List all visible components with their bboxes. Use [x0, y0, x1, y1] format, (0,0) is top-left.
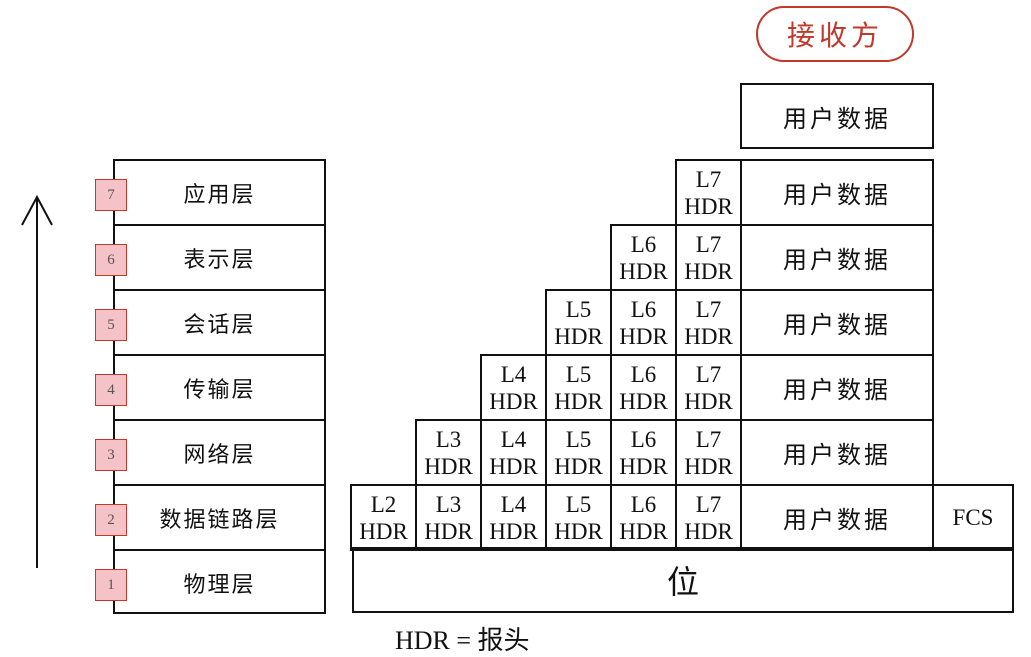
layer-row: 7 应用层	[95, 159, 324, 224]
layer-number-badge: 2	[95, 504, 127, 536]
header-layer-label: L7	[695, 361, 722, 387]
user-data-cell: 用户数据	[740, 224, 934, 291]
header-layer-label: L7	[695, 296, 722, 322]
header-layer-label: L6	[630, 231, 657, 257]
header-hdr-label: HDR	[554, 453, 603, 479]
header-hdr-label: HDR	[619, 518, 668, 544]
layer-name: 会话层	[183, 312, 256, 338]
header-hdr-label: HDR	[684, 193, 733, 219]
header-layer-label: L3	[435, 491, 462, 517]
header-hdr-label: HDR	[489, 518, 538, 544]
layer-row: 6 表示层	[95, 224, 324, 289]
header-hdr-label: HDR	[554, 388, 603, 414]
top-user-data: 用户数据	[740, 83, 934, 149]
layer-number-badge: 3	[95, 439, 127, 471]
header-layer-label: L5	[565, 491, 592, 517]
layer-number-badge: 5	[95, 309, 127, 341]
user-data-cell: 用户数据	[740, 159, 934, 226]
header-hdr-label: HDR	[424, 453, 473, 479]
header-hdr-label: HDR	[684, 323, 733, 349]
header-hdr-label: HDR	[684, 518, 733, 544]
header-hdr-label: HDR	[359, 518, 408, 544]
layer-name: 物理层	[183, 572, 256, 598]
layer-name: 表示层	[183, 247, 256, 273]
header-hdr-label: HDR	[684, 453, 733, 479]
user-data-cell: 用户数据	[740, 419, 934, 486]
header-hdr-label: HDR	[619, 388, 668, 414]
header-layer-label: L4	[500, 491, 527, 517]
header-hdr-label: HDR	[619, 258, 668, 284]
fcs-trailer-cell: FCS	[932, 484, 1014, 551]
header-layer-label: L6	[630, 296, 657, 322]
header-layer-label: L5	[565, 426, 592, 452]
header-hdr-label: HDR	[554, 518, 603, 544]
user-data-cell: 用户数据	[740, 354, 934, 421]
layer-number-badge: 4	[95, 374, 127, 406]
header-layer-label: L3	[435, 426, 462, 452]
header-layer-label: L5	[565, 361, 592, 387]
layer-row: 1 物理层	[95, 549, 324, 614]
header-layer-label: L4	[500, 361, 527, 387]
header-layer-label: L6	[630, 426, 657, 452]
bit-row: 位	[352, 547, 1014, 613]
header-hdr-label: HDR	[684, 258, 733, 284]
layer-row: 4 传输层	[95, 354, 324, 419]
layer-name: 网络层	[183, 442, 256, 468]
header-layer-label: L4	[500, 426, 527, 452]
layer-row: 2 数据链路层	[95, 484, 324, 549]
header-layer-label: L6	[630, 361, 657, 387]
layer-name: 数据链路层	[159, 507, 280, 533]
header-hdr-label: HDR	[424, 518, 473, 544]
header-hdr-label: HDR	[489, 453, 538, 479]
header-layer-label: L2	[370, 491, 397, 517]
layer-number-badge: 7	[95, 179, 127, 211]
header-hdr-label: HDR	[619, 453, 668, 479]
user-data-cell: 用户数据	[740, 289, 934, 356]
osi-layer-stack: 7 应用层 6 表示层 5 会话层 4 传输层 3 网络层 2 数据链路层 1 物理层	[95, 159, 326, 614]
up-arrow-icon	[21, 195, 53, 568]
header-layer-label: L5	[565, 296, 592, 322]
header-hdr-label: HDR	[684, 388, 733, 414]
header-layer-label: L6	[630, 491, 657, 517]
legend: HDR = 报头	[395, 626, 530, 655]
receiver-label: 接收方	[756, 6, 914, 62]
layer-name: 应用层	[183, 182, 256, 208]
layer-number-badge: 1	[95, 569, 127, 601]
header-hdr-label: HDR	[554, 323, 603, 349]
header-hdr-label: HDR	[489, 388, 538, 414]
header-layer-label: L7	[695, 491, 722, 517]
layer-row: 3 网络层	[95, 419, 324, 484]
header-hdr-label: HDR	[619, 323, 668, 349]
header-layer-label: L7	[695, 231, 722, 257]
header-layer-label: L7	[695, 426, 722, 452]
header-layer-label: L7	[695, 166, 722, 192]
layer-row: 5 会话层	[95, 289, 324, 354]
layer-name: 传输层	[183, 377, 256, 403]
user-data-cell: 用户数据	[740, 484, 934, 551]
layer-number-badge: 6	[95, 244, 127, 276]
